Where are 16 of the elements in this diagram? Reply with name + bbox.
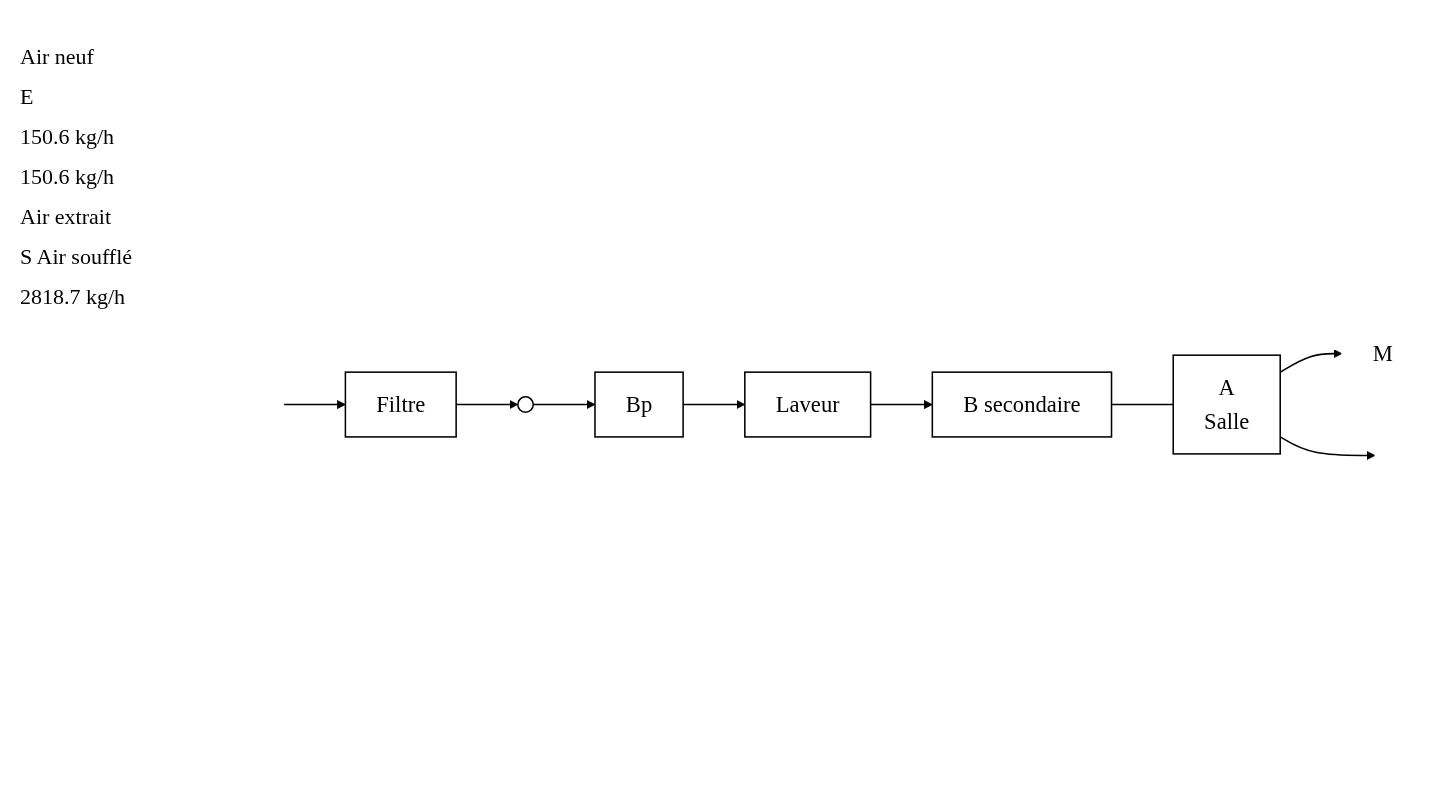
flow-label: Air extrait — [20, 204, 113, 230]
node-text: M — [1372, 341, 1393, 367]
node-box — [931, 371, 1113, 438]
node-box — [1172, 354, 1281, 455]
flow-label: 150.6 kg/h — [20, 164, 116, 190]
flow-label: 2818.7 kg/h — [20, 284, 127, 310]
flow-label: E — [20, 84, 35, 110]
node-box — [344, 371, 457, 438]
arrow — [282, 400, 346, 410]
flow-label: 150.6 kg/h — [20, 124, 116, 150]
flow-label: S Air soufflé — [20, 244, 134, 270]
node-circle — [517, 396, 535, 414]
node-box — [594, 371, 684, 438]
node-box — [744, 371, 872, 438]
flow-label: Air neuf — [20, 44, 95, 70]
flow-diagram: M Filtre Bp Laveur B secondaire A Salle — [260, 313, 1432, 472]
